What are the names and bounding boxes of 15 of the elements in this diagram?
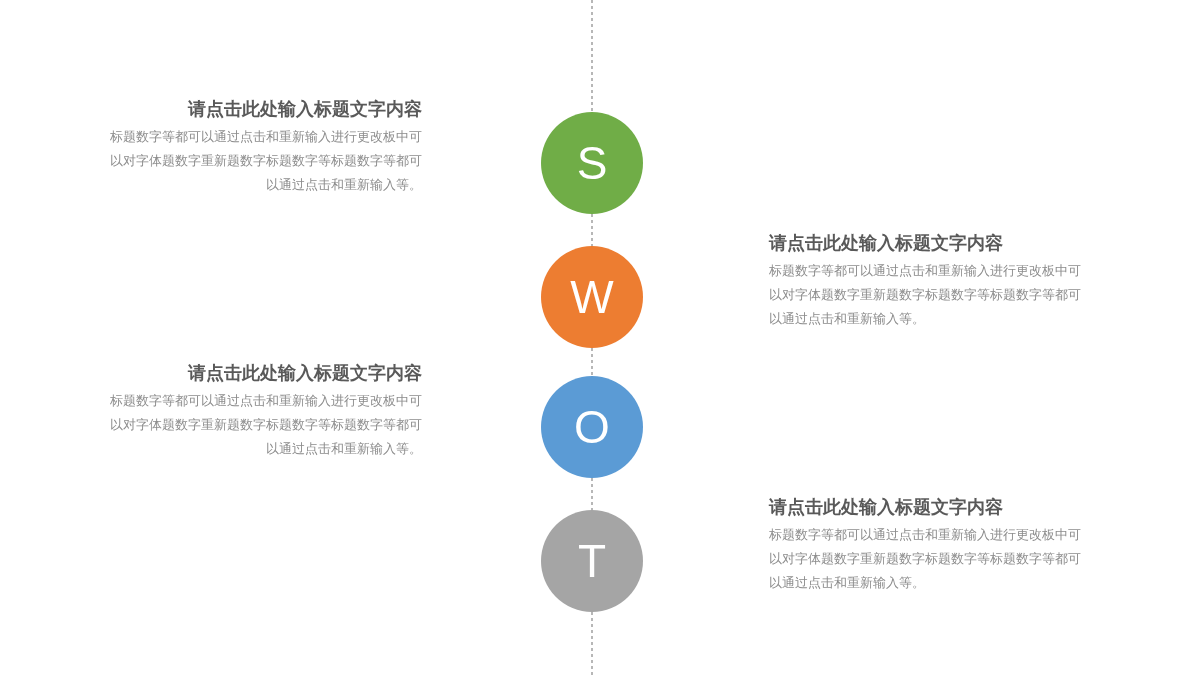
body-text: 标题数字等都可以通过点击和重新输入进行更改板中可以对字体题数字重新题数字标题数字等标题数字等都可以通过点击和重新输入等。 — [109, 128, 422, 194]
node-letter: O — [574, 404, 610, 450]
body-text: 标题数字等都可以通过点击和重新输入进行更改板中可以对字体题数字重新题数字标题数字等标题数字等都可以通过点击和重新输入等。 — [769, 262, 1082, 328]
heading-text: 请点击此处输入标题文字内容 — [188, 361, 422, 385]
heading-text: 请点击此处输入标题文字内容 — [769, 231, 1003, 255]
body-text: 标题数字等都可以通过点击和重新输入进行更改板中可以对字体题数字重新题数字标题数字等标题数字等都可以通过点击和重新输入等。 — [769, 526, 1082, 592]
body-text: 标题数字等都可以通过点击和重新输入进行更改板中可以对字体题数字重新题数字标题数字等标题数字等都可以通过点击和重新输入等。 — [109, 392, 422, 458]
dashed-connector-line — [591, 213, 593, 247]
dashed-connector-line — [591, 477, 593, 511]
heading-text: 请点击此处输入标题文字内容 — [769, 495, 1003, 519]
node-letter: T — [577, 538, 607, 584]
heading-text: 请点击此处输入标题文字内容 — [188, 97, 422, 121]
node-letter: W — [570, 274, 614, 320]
dashed-connector-line — [591, 347, 593, 377]
node-letter: S — [576, 140, 608, 186]
